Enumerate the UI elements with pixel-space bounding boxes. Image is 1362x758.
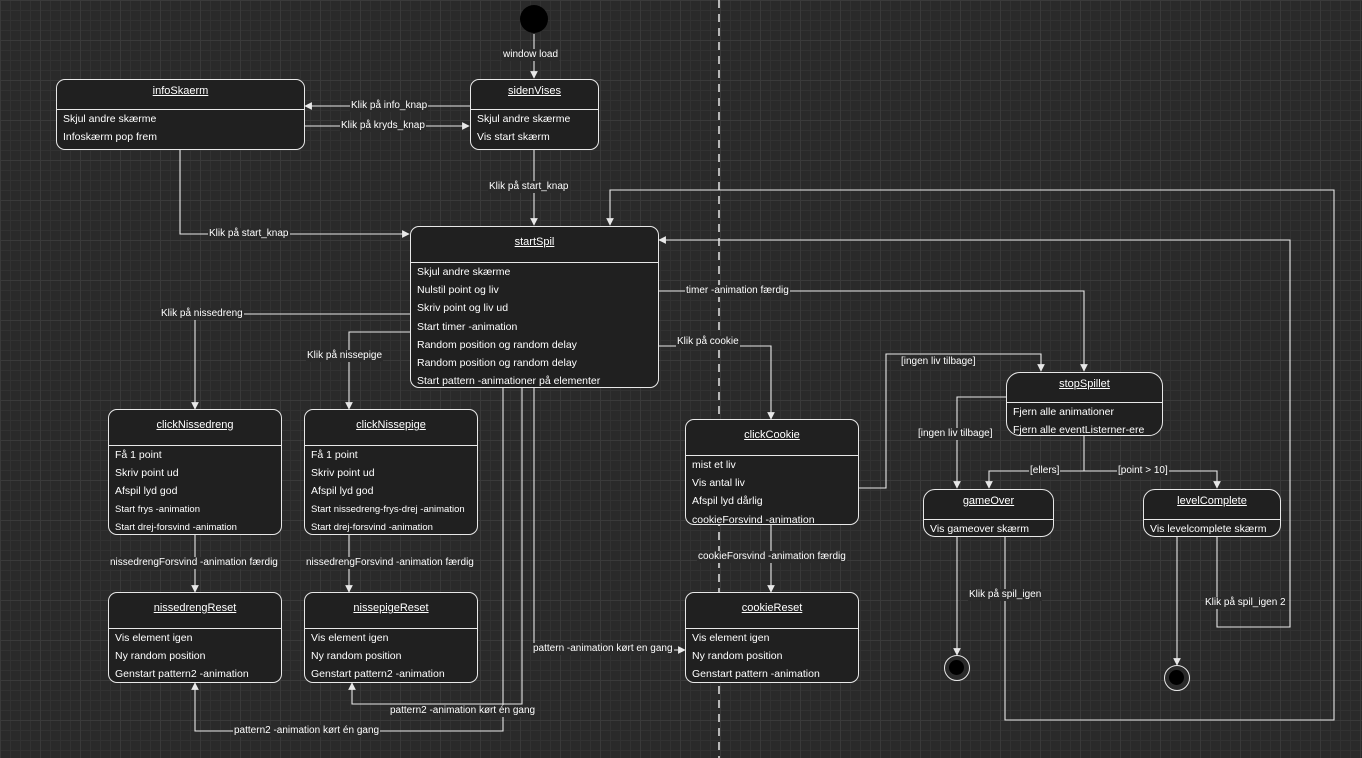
- state-action: Fjern alle animationer: [1013, 406, 1114, 418]
- state-action: Genstart pattern2 -animation: [311, 668, 445, 681]
- transition-label: pattern2 -animation kørt én gang: [389, 705, 537, 717]
- state-action: Nulstil point og liv: [417, 284, 499, 297]
- final-node-levelcomplete: [1164, 665, 1190, 691]
- state-action: Skjul andre skærme: [477, 113, 571, 125]
- transition-label: Klik på start_knap: [488, 181, 570, 193]
- state-action: Afspil lyd dårlig: [692, 495, 763, 508]
- state-action: Ny random position: [115, 650, 206, 663]
- state-action: Vis antal liv: [692, 477, 745, 490]
- state-action: Random position og random delay: [417, 338, 577, 351]
- state-clickNissedreng[interactable]: clickNissedreng Få 1 point Skriv point u…: [108, 409, 282, 535]
- state-action: Skjul andre skærme: [63, 113, 157, 125]
- state-startSpil[interactable]: startSpil Skjul andre skærme Nulstil poi…: [410, 226, 659, 388]
- state-action: Afspil lyd god: [115, 485, 178, 498]
- state-action: Vis element igen: [311, 632, 389, 644]
- state-gameOver[interactable]: gameOver Vis gameover skærm: [923, 489, 1054, 537]
- state-title: nissepigeReset: [305, 593, 477, 629]
- state-action: Start timer -animation: [417, 320, 518, 333]
- state-stopSpillet[interactable]: stopSpillet Fjern alle animationer Fjern…: [1006, 372, 1163, 436]
- state-title: gameOver: [924, 490, 1053, 520]
- state-action: Start nissedreng-frys-drej -animation: [311, 503, 465, 515]
- transition-label: [ingen liv tilbage]: [917, 428, 994, 440]
- state-action: Få 1 point: [115, 449, 162, 461]
- state-action: mist et liv: [692, 459, 736, 471]
- initial-node: [520, 5, 548, 33]
- transition-label: Klik på start_knap: [208, 228, 290, 240]
- state-action: Start frys -animation: [115, 503, 200, 515]
- state-action: Start drej-forsvind -animation: [311, 521, 433, 533]
- state-cookieReset[interactable]: cookieReset Vis element igen Ny random p…: [685, 592, 859, 683]
- state-title: clickNissedreng: [109, 410, 281, 446]
- state-clickNissepige[interactable]: clickNissepige Få 1 point Skriv point ud…: [304, 409, 478, 535]
- state-title: clickCookie: [686, 420, 858, 456]
- state-title: infoSkaerm: [57, 80, 304, 110]
- transition-label: [point > 10]: [1117, 465, 1169, 477]
- state-clickCookie[interactable]: clickCookie mist et liv Vis antal liv Af…: [685, 419, 859, 525]
- state-action: Skriv point ud: [115, 467, 179, 480]
- transition-label: Klik på nissepige: [306, 350, 384, 362]
- state-title: cookieReset: [686, 593, 858, 629]
- transition-label: nissedrengForsvind -animation færdig: [109, 557, 279, 569]
- state-action: Vis levelcomplete skærm: [1150, 523, 1267, 535]
- state-nissedrengReset[interactable]: nissedrengReset Vis element igen Ny rand…: [108, 592, 282, 683]
- transition-label: Klik på kryds_knap: [340, 120, 426, 132]
- transition-label: pattern -animation kørt en gang: [532, 643, 674, 655]
- state-action: Vis element igen: [115, 632, 193, 644]
- transition-label: nissedrengForsvind -animation færdig: [305, 557, 475, 569]
- transition-label: Klik på spil_igen 2: [1204, 597, 1287, 609]
- state-action: Skriv point ud: [311, 467, 375, 480]
- transition-label: Klik på info_knap: [350, 100, 429, 112]
- state-action: Skriv point og liv ud: [417, 302, 509, 315]
- state-action: Start pattern -animationer på elementer: [417, 375, 601, 388]
- transition-label: [ingen liv tilbage]: [900, 356, 977, 368]
- state-action: Ny random position: [311, 650, 402, 663]
- state-action: Skjul andre skærme: [417, 266, 511, 278]
- transition-label: [ellers]: [1029, 465, 1061, 477]
- state-action: Genstart pattern2 -animation: [115, 668, 249, 681]
- state-levelComplete[interactable]: levelComplete Vis levelcomplete skærm: [1143, 489, 1281, 537]
- state-action: Vis gameover skærm: [930, 523, 1030, 535]
- state-action: Fjern alle eventListerner-ere: [1013, 424, 1145, 436]
- state-infoSkaerm[interactable]: infoSkaerm Skjul andre skærme Infoskærm …: [56, 79, 305, 150]
- transition-label: cookieForsvind -animation færdig: [697, 551, 847, 563]
- state-nissepigeReset[interactable]: nissepigeReset Vis element igen Ny rando…: [304, 592, 478, 683]
- state-title: stopSpillet: [1007, 373, 1162, 403]
- state-action: Genstart pattern -animation: [692, 668, 820, 681]
- state-action: Afspil lyd god: [311, 485, 374, 498]
- state-action: Ny random position: [692, 650, 783, 663]
- state-action: Få 1 point: [311, 449, 358, 461]
- state-sidenVises[interactable]: sidenVises Skjul andre skærme Vis start …: [470, 79, 599, 150]
- state-action: Vis start skærm: [477, 131, 550, 144]
- transition-label: Klik på spil_igen: [968, 589, 1043, 601]
- state-action: Random position og random delay: [417, 356, 577, 369]
- state-title: nissedrengReset: [109, 593, 281, 629]
- state-action: Vis element igen: [692, 632, 770, 644]
- transition-label: Klik på nissedreng: [160, 308, 244, 320]
- transition-label: pattern2 -animation kørt én gang: [233, 725, 381, 737]
- state-title: sidenVises: [471, 80, 598, 110]
- state-action: cookieForsvind -animation: [692, 513, 815, 525]
- final-node-gameover: [944, 655, 970, 681]
- transition-label: timer -animation færdig: [685, 285, 790, 297]
- state-title: startSpil: [411, 227, 658, 263]
- transition-label: Klik på cookie: [676, 336, 740, 348]
- state-action: Infoskærm pop frem: [63, 131, 157, 144]
- state-action: Start drej-forsvind -animation: [115, 521, 237, 533]
- state-title: clickNissepige: [305, 410, 477, 446]
- state-title: levelComplete: [1144, 490, 1280, 520]
- transition-label: window load: [502, 49, 560, 61]
